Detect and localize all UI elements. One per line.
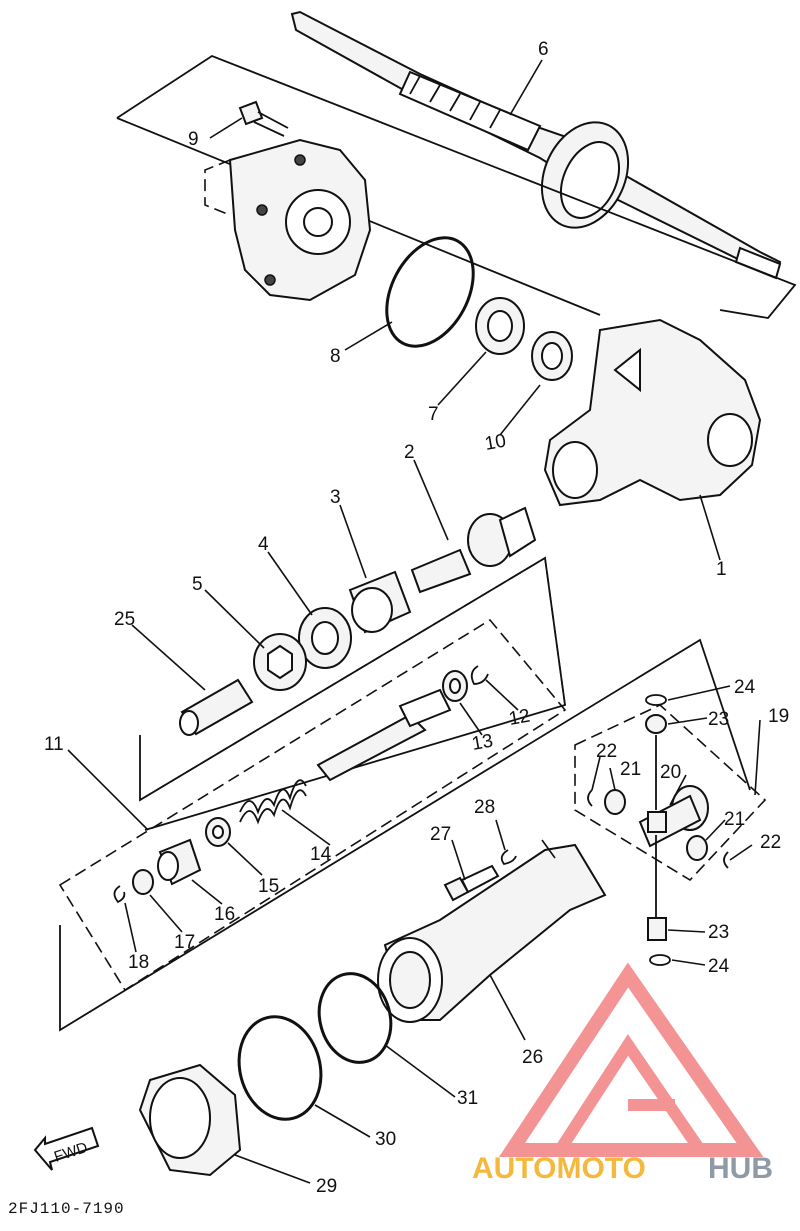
drawing-code: 2FJ110-7190 <box>8 1200 125 1218</box>
callout-9: 9 <box>188 129 199 150</box>
brand-text-automoto: AUTOMOTO <box>472 1152 646 1185</box>
callout-3: 3 <box>330 487 341 508</box>
callout-28: 28 <box>474 797 495 818</box>
callout-31: 31 <box>457 1088 478 1109</box>
brand-wordmark: AUTOMOTO HUB <box>472 1152 773 1185</box>
callout-labels: 6 9 8 7 10 1 2 3 4 5 25 12 13 11 14 15 1… <box>44 39 789 1197</box>
part-27-bolt <box>443 864 500 902</box>
part-15-washer <box>205 817 231 847</box>
part-21-spider-bearing-left <box>604 789 626 815</box>
callout-24a: 24 <box>734 677 756 698</box>
part-26-boot <box>377 843 607 1023</box>
part-30-band <box>237 1015 323 1121</box>
callout-17: 17 <box>174 932 195 953</box>
part-8-o-ring <box>385 236 475 348</box>
callout-5: 5 <box>192 574 203 595</box>
part-28-washer <box>500 849 517 865</box>
part-21-spider-bearing-right <box>686 835 708 861</box>
part-22-circlip-left <box>587 789 593 807</box>
assembly-19-outline <box>574 704 767 882</box>
callout-30: 30 <box>375 1129 396 1150</box>
callout-13: 13 <box>470 731 494 755</box>
part-14-spring <box>239 779 307 825</box>
fwd-arrow-icon: FWD <box>33 1126 100 1171</box>
callout-16: 16 <box>214 904 235 925</box>
part-2-pinion-shaft <box>410 506 537 594</box>
part-3-collar <box>348 570 412 634</box>
callout-10: 10 <box>483 431 507 455</box>
callout-22b: 22 <box>760 832 781 853</box>
brand-logo-watermark <box>498 962 764 1157</box>
part-23-bearing-bottom <box>647 917 667 941</box>
part-9-bolt <box>238 100 289 137</box>
part-18-circlip <box>113 885 126 904</box>
part-12-circlip <box>470 665 489 685</box>
part-1-final-gear-case <box>543 318 762 507</box>
part-7-bearing <box>475 297 525 355</box>
part-24-circlip-bottom <box>649 954 671 966</box>
part-16-cam <box>157 838 202 886</box>
callout-1: 1 <box>716 559 727 580</box>
callout-2: 2 <box>404 442 415 463</box>
leader-lines <box>67 59 761 1184</box>
part-13-washer <box>442 670 468 702</box>
brand-text-hub: HUB <box>708 1152 773 1185</box>
callout-26: 26 <box>522 1047 543 1068</box>
callout-4: 4 <box>258 534 269 555</box>
part-17-washer <box>132 869 154 895</box>
callout-11: 11 <box>44 734 64 755</box>
part-22-circlip-right <box>723 851 729 869</box>
callout-15: 15 <box>258 876 279 897</box>
callout-23a: 23 <box>708 709 729 730</box>
part-24-circlip-top <box>645 694 667 706</box>
part-6-drive-shaft <box>290 10 782 280</box>
callout-29: 29 <box>316 1176 337 1197</box>
part-housing-cover <box>116 54 797 319</box>
callout-12: 12 <box>507 706 531 730</box>
part-4-bearing <box>298 607 352 669</box>
part-23-bearing-top <box>645 714 667 734</box>
callout-19: 19 <box>768 706 789 727</box>
callout-6: 6 <box>538 39 549 60</box>
callout-27: 27 <box>430 824 451 845</box>
callout-23b: 23 <box>708 922 729 943</box>
callout-25: 25 <box>114 609 135 630</box>
callout-8: 8 <box>330 346 341 367</box>
part-25-collar <box>179 678 254 736</box>
callout-22a: 22 <box>596 741 617 762</box>
part-31-band <box>317 972 393 1064</box>
callout-20: 20 <box>660 762 681 783</box>
assembly-11-lower-box <box>58 618 567 992</box>
callout-7: 7 <box>428 404 439 425</box>
part-5-nut <box>253 633 307 691</box>
callout-21a: 21 <box>620 759 641 780</box>
callout-24b: 24 <box>708 956 730 977</box>
part-10-oil-seal <box>531 331 573 381</box>
callout-18: 18 <box>128 952 149 973</box>
part-20-universal-joint <box>638 785 709 848</box>
part-middle-drive-shaft <box>316 688 452 782</box>
callout-14: 14 <box>310 844 332 865</box>
callout-21b: 21 <box>724 809 745 830</box>
part-29-rubber-boot <box>138 1063 242 1177</box>
